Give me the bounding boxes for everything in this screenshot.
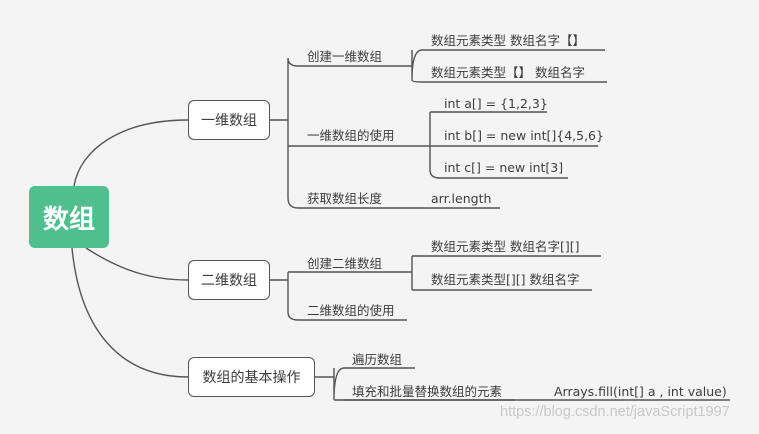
leaf-use-1d-b[interactable]: int b[] = new int[]{4,5,6}: [444, 128, 604, 143]
child-traverse[interactable]: 遍历数组: [352, 352, 403, 367]
leaf-length[interactable]: arr.length: [431, 191, 492, 206]
branch-node-1d-array[interactable]: 一维数组: [188, 100, 270, 140]
leaf-use-1d-a[interactable]: int a[] = {1,2,3}: [444, 96, 548, 111]
child-fill-replace[interactable]: 填充和批量替换数组的元素: [352, 384, 503, 399]
child-use-1d[interactable]: 一维数组的使用: [307, 128, 395, 143]
root-node[interactable]: 数组: [29, 186, 109, 248]
leaf-create-2d-b[interactable]: 数组元素类型[][] 数组名字: [431, 272, 580, 287]
leaf-create-1d-a[interactable]: 数组元素类型 数组名字【】: [431, 33, 585, 48]
branch-node-2d-array[interactable]: 二维数组: [188, 260, 270, 300]
connector-root-branch1: [73, 119, 189, 187]
connector-root-branch2: [85, 247, 189, 281]
leaf-arrays-fill[interactable]: Arrays.fill(int[] a , int value): [554, 384, 727, 399]
child-get-length[interactable]: 获取数组长度: [307, 191, 383, 206]
watermark: https://blog.csdn.net/javaScript1997: [500, 404, 730, 420]
leaf-create-2d-a[interactable]: 数组元素类型 数组名字[][]: [431, 239, 580, 254]
connector-root-branch3: [71, 247, 189, 378]
child-create-1d[interactable]: 创建一维数组: [307, 49, 383, 64]
branch-node-basic-ops[interactable]: 数组的基本操作: [188, 357, 315, 397]
leaf-use-1d-c[interactable]: int c[] = new int[3]: [444, 160, 564, 175]
child-use-2d[interactable]: 二维数组的使用: [307, 303, 395, 318]
leaf-create-1d-b[interactable]: 数组元素类型【】 数组名字: [431, 65, 585, 80]
connector-b1-trunk: [270, 57, 398, 209]
child-create-2d[interactable]: 创建二维数组: [307, 256, 383, 271]
